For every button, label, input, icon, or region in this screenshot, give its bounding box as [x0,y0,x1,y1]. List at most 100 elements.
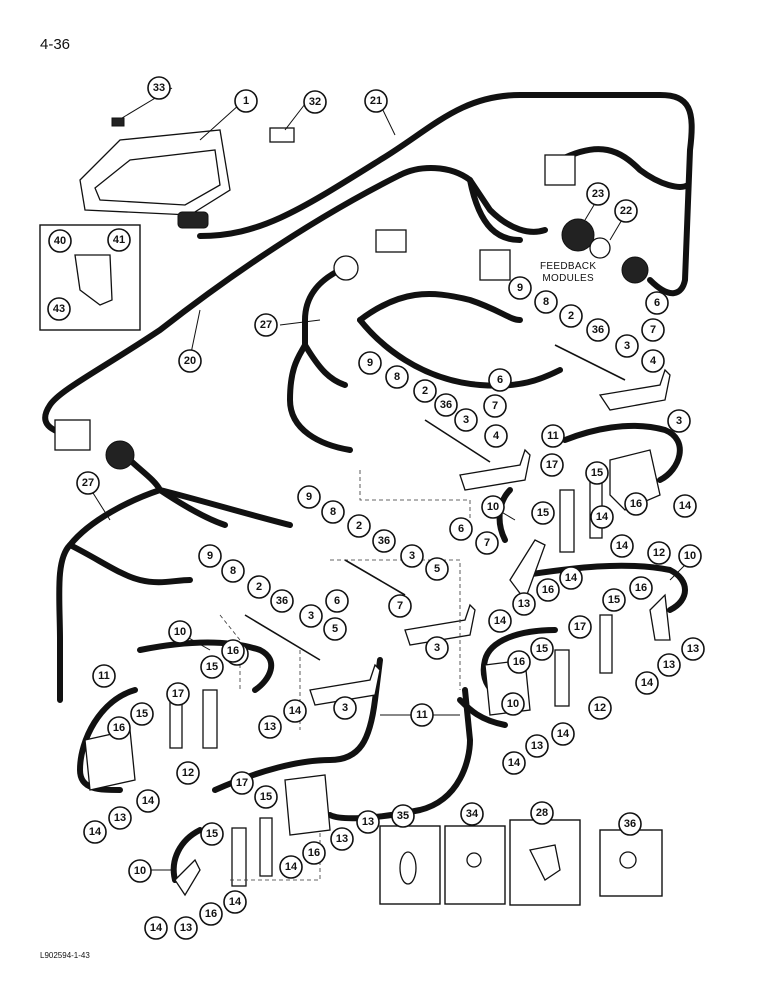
svg-text:27: 27 [260,319,272,331]
callout-3-a: 3 [615,334,639,358]
callout-17-d: 17 [230,771,254,795]
svg-text:16: 16 [513,656,525,668]
svg-text:14: 14 [679,500,692,512]
svg-text:3: 3 [463,414,469,426]
svg-text:15: 15 [206,661,218,673]
svg-text:12: 12 [594,702,606,714]
svg-text:13: 13 [362,816,374,828]
callout-16-i: 16 [536,578,560,602]
svg-text:2: 2 [256,581,262,593]
callout-10-a: 10 [481,495,505,519]
callout-2-a: 2 [559,304,583,328]
svg-text:14: 14 [616,540,629,552]
svg-text:15: 15 [591,467,603,479]
svg-text:12: 12 [182,767,194,779]
svg-text:15: 15 [537,507,549,519]
svg-text:3: 3 [409,550,415,562]
callout-10-c: 10 [168,620,192,644]
svg-text:7: 7 [650,324,656,336]
callout-4-a: 4 [641,349,665,373]
callout-7-a: 7 [641,318,665,342]
callout-16-a: 16 [624,492,648,516]
svg-text:7: 7 [484,537,490,549]
callout-14-g: 14 [635,671,659,695]
shafts [244,344,626,661]
svg-text:13: 13 [518,598,530,610]
svg-text:10: 10 [684,550,696,562]
callout-16-h: 16 [221,639,245,663]
callout-17-c: 17 [568,615,592,639]
callout-14-b: 14 [610,534,634,558]
svg-text:11: 11 [547,430,559,442]
svg-text:16: 16 [227,645,239,657]
callout-13-e: 13 [174,916,198,940]
svg-text:4: 4 [493,430,500,442]
callout-16-g: 16 [302,841,326,865]
callout-3-c: 3 [667,409,691,433]
svg-text:36: 36 [276,595,288,607]
callout-21: 21 [364,89,388,113]
svg-text:15: 15 [536,643,548,655]
callout-11-b: 11 [92,664,116,688]
callout-14-l: 14 [136,789,160,813]
callout-10-b: 10 [678,544,702,568]
callout-13-f: 13 [330,827,354,851]
svg-text:6: 6 [654,297,660,309]
callout-40: 40 [48,229,72,253]
callout-3-b: 3 [454,408,478,432]
svg-text:9: 9 [306,491,312,503]
svg-text:6: 6 [458,523,464,535]
harness-21 [197,92,695,297]
svg-text:14: 14 [289,705,302,717]
callout-22: 22 [614,199,638,223]
svg-text:22: 22 [620,205,632,217]
callout-14-i: 14 [144,916,168,940]
callout-15-b: 15 [531,501,555,525]
callout-15-h: 15 [254,785,278,809]
svg-text:16: 16 [542,584,554,596]
svg-text:13: 13 [264,721,276,733]
svg-text:10: 10 [507,698,519,710]
callout-14-m: 14 [559,566,583,590]
callout-32: 32 [303,90,327,114]
svg-text:14: 14 [565,572,578,584]
callout-4-b: 4 [484,424,508,448]
callout-16-d: 16 [507,650,531,674]
callout-14-h: 14 [223,890,247,914]
svg-text:36: 36 [378,535,390,547]
callout-17-a: 17 [540,453,564,477]
svg-text:32: 32 [309,96,321,108]
callout-33: 33 [147,76,171,100]
svg-text:11: 11 [98,670,110,682]
svg-text:8: 8 [230,565,236,577]
document-code: L902594-1-43 [40,951,90,960]
callout-2-c: 2 [347,514,371,538]
svg-text:13: 13 [531,740,543,752]
svg-text:17: 17 [546,459,558,471]
harness-27-lower [56,457,293,703]
svg-text:3: 3 [624,340,630,352]
callout-1: 1 [234,89,258,113]
svg-text:14: 14 [508,757,521,769]
svg-text:11: 11 [416,709,428,721]
svg-text:14: 14 [285,861,298,873]
svg-text:13: 13 [687,643,699,655]
callout-6-c: 6 [449,517,473,541]
callout-20: 20 [178,349,202,373]
svg-text:13: 13 [180,922,192,934]
svg-text:14: 14 [494,615,507,627]
svg-text:17: 17 [574,621,586,633]
svg-text:15: 15 [260,791,272,803]
callout-36-c: 36 [372,529,396,553]
svg-text:13: 13 [336,833,348,845]
callout-16-c: 16 [107,716,131,740]
callout-14-a: 14 [673,494,697,518]
callout-8-a: 8 [534,290,558,314]
svg-text:10: 10 [174,626,186,638]
svg-text:9: 9 [517,282,523,294]
svg-text:14: 14 [641,677,654,689]
callout-8-c: 8 [321,500,345,524]
svg-text:15: 15 [136,708,148,720]
svg-text:36: 36 [624,818,636,830]
callout-6-d: 6 [325,589,349,613]
